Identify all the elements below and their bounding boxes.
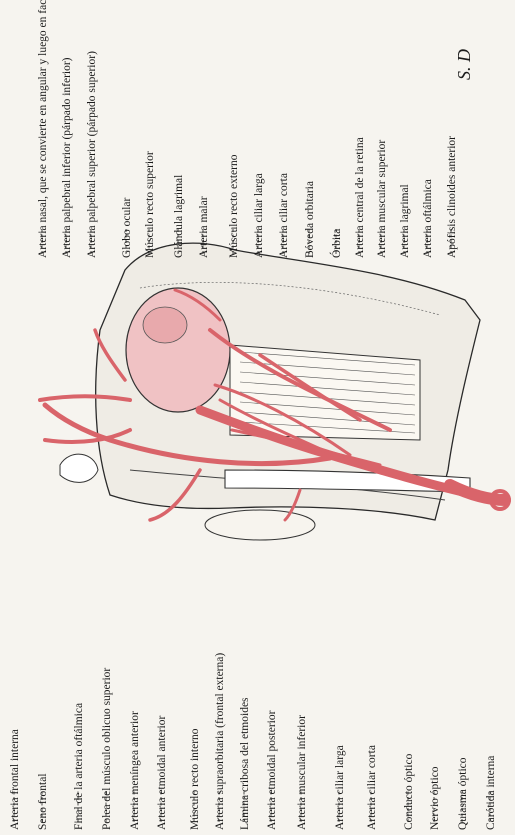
left-label-15: Nervio óptico (429, 766, 441, 830)
right-label-4: Globo ocular (121, 197, 133, 258)
left-label-11: Arteria muscular inferior (296, 715, 308, 830)
left-label-8: Arteria supraorbitaria (frontal externa) (214, 653, 226, 830)
left-label-4: Polea del músculo oblicuo superior (101, 668, 113, 830)
left-label-1: Arteria frontal interna (9, 729, 21, 830)
right-label-1: Arteria nasal, que se convierte en angul… (37, 0, 49, 258)
left-label-16: Quiasma óptico (457, 757, 469, 830)
left-label-7: Músculo recto interno (189, 728, 201, 830)
right-label-10: Arteria ciliar corta (278, 173, 290, 258)
left-label-5: Arteria meníngea anterior (129, 711, 141, 830)
left-label-17: Carótida interna (485, 756, 497, 830)
right-label-2: Arteria palpebral inferior (párpado infe… (61, 57, 73, 258)
eyeball (126, 288, 230, 412)
lacrimal-gland (143, 307, 187, 343)
right-label-6: Glándula lagrimal (173, 175, 185, 258)
right-label-11: Bóveda orbitaria (304, 181, 316, 258)
labels-right-group: Arteria nasal, que se convierte en angul… (37, 0, 458, 258)
right-label-13: Arteria central de la retina (354, 137, 366, 258)
rectus-muscles (230, 345, 420, 440)
left-label-14: Conducto óptico (403, 753, 415, 830)
right-label-15: Arteria lagrimal (399, 184, 411, 258)
ethmoid-lamina (205, 510, 315, 540)
orbit-figure (40, 243, 509, 540)
nasal-artery (40, 396, 130, 400)
left-label-6: Arteria etmoidal anterior (156, 716, 168, 830)
right-label-3: Arteria palpebral superior (párpado supe… (86, 51, 98, 258)
left-label-13: Arteria ciliar corta (366, 745, 378, 830)
left-label-9: Lámina cribosa del etmoides (239, 697, 251, 830)
right-label-7: Arteria malar (198, 196, 210, 258)
right-label-9: Arteria ciliar larga (253, 173, 265, 258)
right-label-17: Apófisis clinoides anterior (446, 136, 458, 258)
left-label-12: Arteria ciliar larga (334, 745, 346, 830)
left-label-3: Final de la arteria oftálmica (73, 703, 85, 830)
left-label-10: Arteria etmoidal posterior (266, 710, 278, 830)
artist-signature: S. D (454, 49, 474, 80)
right-label-16: Arteria oftálmica (422, 179, 434, 258)
right-label-5: Músculo recto superior (144, 151, 156, 258)
left-label-2: Seno frontal (37, 773, 49, 830)
frontal-sinus (60, 454, 98, 482)
right-label-8: Músculo recto externo (228, 154, 240, 258)
right-label-14: Arteria muscular superior (376, 140, 388, 258)
labels-left-group: Arteria frontal interna Seno frontal Final… (9, 653, 497, 830)
